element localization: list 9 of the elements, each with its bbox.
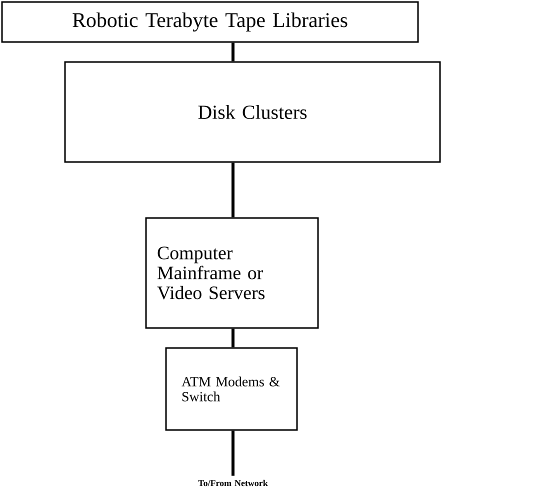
- process-box: Computer Mainframe or Video Servers: [145, 217, 319, 329]
- connector-line: [232, 42, 234, 62]
- connector-line: [232, 430, 234, 476]
- caption-text: To/From Network: [198, 480, 268, 486]
- connector-line: [232, 162, 234, 218]
- process-box: Robotic Terabyte Tape Libraries: [1, 1, 419, 43]
- connector-line: [232, 328, 234, 348]
- process-box: Disk Clusters: [64, 61, 441, 163]
- process-box: ATM Modems & Switch: [165, 347, 298, 431]
